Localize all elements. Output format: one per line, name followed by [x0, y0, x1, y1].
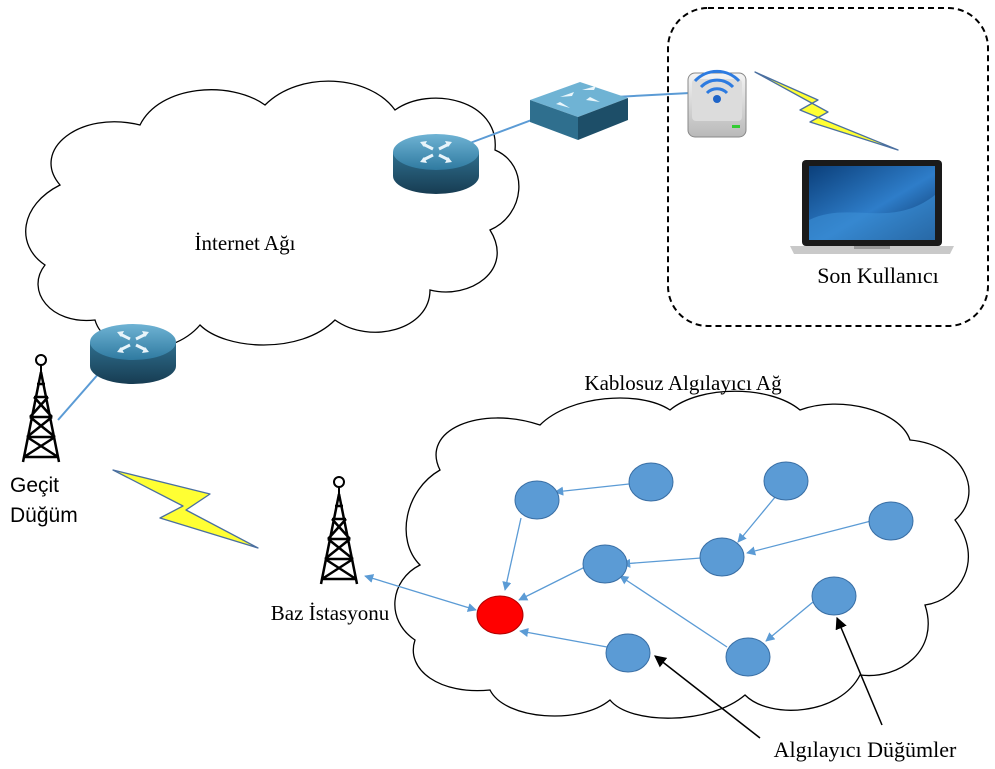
gateway-label-line1: Geçit [10, 474, 59, 497]
lightning-bolt-icon [754, 71, 899, 151]
laptop-icon [790, 160, 954, 254]
sensor-node [763, 461, 809, 501]
sensor-nodes-label: Algılayıcı Düğümler [774, 737, 957, 762]
radio-tower-icon [21, 354, 61, 463]
sensor-link [502, 517, 522, 591]
sensor-link [554, 483, 630, 496]
gateway-label-line2: Düğüm [10, 504, 78, 527]
sensor-link [737, 495, 777, 543]
wsn-label: Kablosuz Algılayıcı Ağ [584, 371, 782, 395]
sensor-nodes [514, 461, 914, 677]
sensor-link [619, 575, 728, 648]
wireless-access-point-icon [687, 69, 747, 138]
callout-arrow [835, 616, 883, 726]
internet-cloud-label: İnternet Ağı [195, 231, 296, 255]
sensor-node [605, 633, 651, 673]
sensor-node [582, 544, 628, 584]
radio-tower-icon [319, 476, 359, 585]
sensor-node [514, 480, 560, 520]
link-router-gateway [57, 371, 101, 421]
internet-cloud [25, 80, 520, 350]
lightning-bolt-icon [112, 469, 259, 549]
router-icon [90, 324, 176, 384]
sensor-link [364, 574, 477, 612]
end-user-box [667, 7, 989, 327]
sensor-node [699, 537, 745, 577]
end-user-label: Son Kullanıcı [817, 263, 939, 288]
wsn-cloud [394, 390, 970, 719]
sensor-link [518, 565, 588, 601]
sensor-node [628, 462, 674, 502]
sensor-link [621, 557, 702, 568]
link-switch-ap [614, 92, 691, 98]
router-icon [393, 134, 479, 194]
sensor-link [765, 601, 814, 642]
callout-arrow [654, 655, 761, 739]
sensor-link [746, 520, 872, 556]
network-switch-icon [530, 82, 628, 140]
sensor-links [364, 483, 872, 648]
sensor-node [868, 501, 914, 541]
sink-node [476, 595, 524, 635]
sensor-node [811, 576, 857, 616]
sensor-link [519, 628, 608, 648]
base-station-label: Baz İstasyonu [271, 601, 390, 625]
sensor-node [725, 637, 771, 677]
